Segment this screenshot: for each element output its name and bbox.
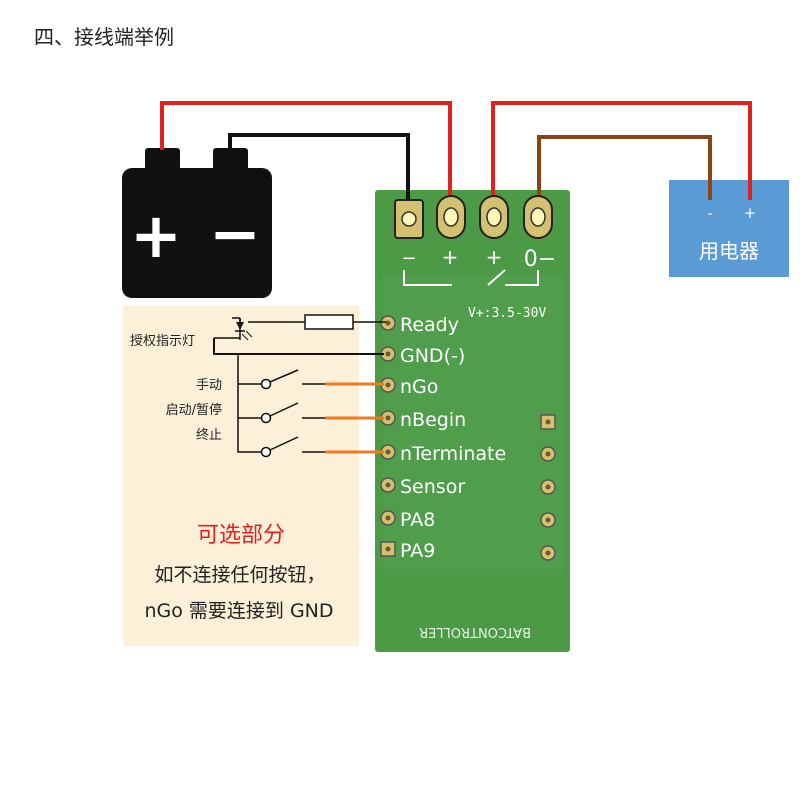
optional-note-line2: nGo 需要连接到 GND [144,600,333,622]
optional-title: 可选部分 [197,523,285,548]
page-title: 四、接线端举例 [34,25,174,49]
pin-label-pa8: PA8 [400,509,435,531]
pin-label-ready: Ready [400,314,459,336]
screw-terminals [394,195,553,239]
switch-label-terminate: 终止 [196,427,222,443]
terminal-square-screw [401,211,417,227]
pin-label-nbegin: nBegin [400,409,466,431]
switch-ngo [260,369,384,390]
terminal-3-screw [486,207,502,227]
right-pin-holes [545,419,551,556]
terminal-label-4: 0− [524,247,556,272]
left-pin-holes [385,320,391,552]
terminal-2-screw [443,207,459,227]
resistor-icon [304,314,354,330]
pin-label-nterminate: nTerminate [400,443,506,465]
optional-note-line1: 如不连接任何按钮， [154,564,325,586]
terminal-label-1: − [401,248,416,269]
terminal-label-2: + [442,245,459,269]
battery-minus-label: − [209,197,261,270]
battery-body [122,168,272,298]
battery-terminal-plus [145,148,180,170]
switch-nterminate [260,436,384,458]
switch-common-wire [237,354,262,453]
voltage-label: V+:3.5-30V [468,306,546,321]
terminal-4-screw [530,207,546,227]
pin-label-pa9: PA9 [400,540,435,562]
load-label: 用电器 [699,239,759,263]
wire-load-minus [537,135,712,200]
wire-battery-plus [160,101,452,200]
switch-label-start-pause: 启动/暂停 [166,402,222,418]
led-indicator-circuit [214,314,386,341]
wire-load-plus [491,101,752,200]
board-inner-shade [383,275,563,575]
load-box [669,180,789,277]
pin-label-sensor: Sensor [400,476,465,498]
load-device: - + 用电器 [669,180,789,277]
battery-plus-label: + [130,199,182,272]
terminal-label-3: + [486,245,503,269]
led-icon [236,322,244,330]
battery-terminal-minus [213,148,248,170]
board-silkscreen: BATCONTROLLER [419,624,531,639]
load-plus-label: + [744,204,757,222]
load-minus-label: - [707,206,712,222]
wire-battery-minus [228,133,410,213]
led-label: 授权指示灯 [130,333,195,349]
gnd-bus-wire [213,338,384,355]
pin-label-gnd: GND(-) [400,345,465,367]
optional-panel [123,306,359,646]
relay-symbol [403,269,539,286]
switch-nbegin [260,402,384,424]
battery: + − [122,148,272,298]
pin-label-ngo: nGo [400,376,438,398]
switch-label-manual: 手动 [196,378,222,393]
